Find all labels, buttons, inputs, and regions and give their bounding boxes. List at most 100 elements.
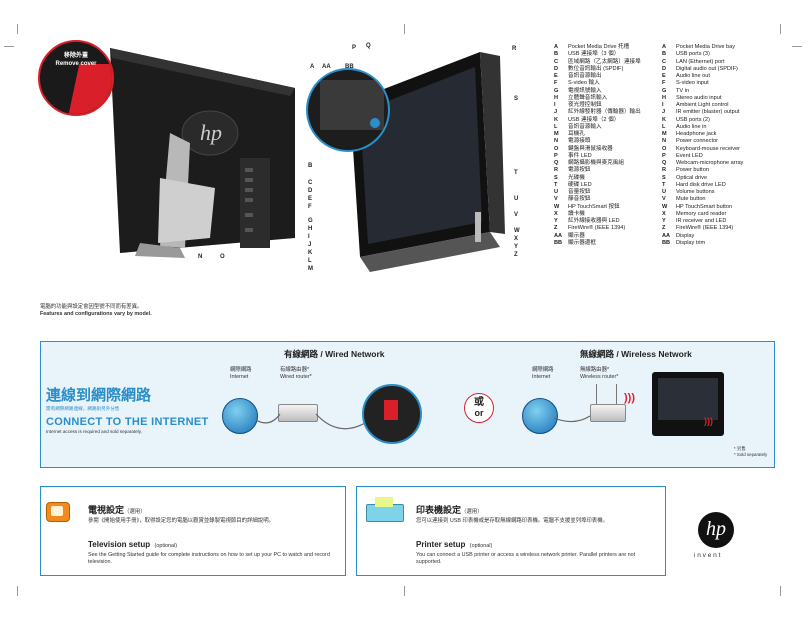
part-key: A [662, 44, 667, 50]
wired-router-label: 有線路由器* Wired router* [280, 367, 312, 380]
crop-mark [792, 46, 802, 47]
part-description: HP TouchSmart 按鈕 [568, 203, 620, 210]
tv-setup-text: 電視設定（選用） 參閱《開始使用手冊》，取得設定您的電腦以觀賞並錄製電視節目的詳… [88, 505, 330, 565]
part-key: E [554, 73, 558, 79]
part-key: G [554, 87, 559, 94]
part-key: O [662, 145, 667, 152]
part-key: Q [554, 160, 559, 166]
part-description: TV in [676, 87, 690, 94]
callout-i: I [308, 234, 310, 240]
callout-q: Q [366, 43, 371, 49]
part-description: 音訊音源輸出 [568, 73, 602, 79]
callout-z: Z [514, 252, 518, 258]
printer-setup-panel [356, 486, 666, 576]
callout-o: O [220, 254, 225, 260]
part-description: Headphone jack [676, 131, 717, 137]
pc-screen [658, 378, 718, 420]
part-key: H [662, 94, 667, 101]
tv-setup-panel [40, 486, 346, 576]
crop-mark [4, 46, 14, 47]
callout-x: X [514, 236, 519, 242]
part-description: FireWire® (IEEE 1394) [568, 225, 626, 232]
callout-s: S [514, 96, 519, 102]
part-description: 靜音按鈕 [568, 196, 591, 203]
crop-mark [17, 24, 18, 34]
connect-sub-zh: 需有網際網路連線，網路則另外分售 [46, 406, 120, 411]
part-description: Digital audio out (SPDIF) [676, 65, 738, 72]
part-key: F [554, 80, 558, 87]
part-description: 光碟機 [568, 174, 585, 181]
part-description: 夜光燈控制鈕 [568, 102, 602, 108]
tv-icon [46, 502, 70, 522]
part-description: 區域網路（乙太網路）連接埠 [568, 58, 641, 65]
part-description: Power connector [676, 138, 718, 145]
callout-g: G [308, 218, 313, 224]
callout-c: C [308, 180, 313, 186]
printer-setup-text: 印表機設定（選用） 您可以連接到 USB 印表機或是存取無線網路印表機。電腦不支… [416, 505, 636, 565]
part-key: C [662, 58, 667, 65]
callout-bb: BB [345, 64, 354, 70]
callout-p: P [352, 45, 357, 51]
parts-list-item: K USB 連接埠（2 個） [554, 117, 641, 124]
part-description: Audio line out [676, 73, 710, 79]
part-description: USB 連接埠（2 個） [568, 116, 620, 123]
part-key: B [662, 51, 667, 58]
part-key: W [554, 203, 560, 210]
part-key: BB [662, 239, 671, 246]
connect-title-block: 連線到網際網路 需有網際網路連線，網路則另外分售 CONNECT TO THE … [46, 384, 216, 435]
callout-y: Y [514, 244, 519, 250]
part-description: FireWire® (IEEE 1394) [676, 225, 734, 232]
part-description: Mute button [676, 196, 706, 203]
part-description: 耳機孔 [568, 131, 585, 137]
router-antenna [596, 384, 597, 404]
part-key: I [662, 102, 664, 108]
connect-title-zh: 連線到網際網路 [46, 388, 152, 404]
parts-list-item: T 硬碟 LED [554, 182, 641, 189]
sold-separately-note: * 另售 * Sold separately [734, 446, 768, 457]
part-key: K [554, 116, 559, 123]
cover-highlight [68, 64, 112, 114]
part-key: D [554, 65, 559, 72]
part-key: F [662, 80, 666, 87]
part-key: Z [662, 225, 666, 232]
part-key: T [554, 181, 558, 188]
callout-e: E [308, 196, 313, 202]
part-key: P [554, 152, 558, 159]
part-key: X [662, 210, 666, 217]
part-description: IR receiver and LED [676, 218, 727, 224]
remove-cover-label: 移除外蓋 Remove cover [55, 53, 97, 67]
part-description: 紅外線發射器（傳輸器）輸出 [568, 109, 641, 116]
wireless-internet-label: 網際網路 Internet [532, 367, 554, 380]
part-description: Volume buttons [676, 189, 715, 195]
part-key: S [554, 174, 558, 181]
part-description: 硬碟 LED [568, 181, 592, 188]
